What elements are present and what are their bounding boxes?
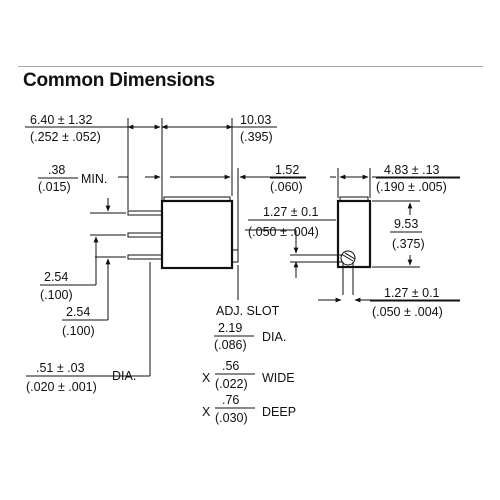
dim-slot-wide-in: (.022) <box>215 377 248 391</box>
dim-adj-dia-in: (.086) <box>214 338 247 352</box>
dim-adj-dia-suffix: DIA. <box>262 330 286 344</box>
section-title: Common Dimensions <box>23 70 215 91</box>
adj-screw-tab <box>231 249 239 263</box>
slot-deep-prefix: X <box>202 405 211 419</box>
dim-pin-offset-in: (.015) <box>38 180 71 194</box>
side-body <box>336 199 372 269</box>
dim-slot-wide-mm: .56 <box>222 359 239 373</box>
top-rule <box>18 66 483 67</box>
dim-height-mm: 9.53 <box>394 217 418 231</box>
dim-overall-length-mm: 6.40 ± 1.32 <box>30 113 93 127</box>
side-view <box>336 196 372 295</box>
dim-pin-spacing1-in: (.100) <box>40 288 73 302</box>
dim-pin-spacing2-mm: 2.54 <box>66 305 90 319</box>
front-view <box>127 196 239 270</box>
dim-body-length-mm: 10.03 <box>240 113 271 127</box>
dim-body-length-in: (.395) <box>240 130 273 144</box>
dim-standoff-in: (.060) <box>270 180 303 194</box>
dim-slot-offset-in: (.050 ± .004) <box>248 225 319 239</box>
dim-slot-offset-mm: 1.27 ± 0.1 <box>263 205 319 219</box>
body-top-lip <box>163 196 231 202</box>
adj-slot-circle <box>340 250 356 266</box>
dim-pin-offset-mm: .38 <box>48 163 65 177</box>
slot-deep-suffix: DEEP <box>262 405 296 419</box>
dim-slot-deep-in: (.030) <box>215 411 248 425</box>
dim-side-width-mm: 4.83 ± .13 <box>384 163 440 177</box>
dim-side-width-in: (.190 ± .005) <box>376 180 447 194</box>
dimension-labels: 6.40 ± 1.32 (.252 ± .052) 10.03 (.395) .… <box>26 113 460 425</box>
dim-height-in: (.375) <box>392 237 425 251</box>
dim-pin-spacing1-mm: 2.54 <box>44 270 68 284</box>
dim-pin-offset-suffix: MIN. <box>81 172 107 186</box>
dim-pin-dia-suffix: DIA. <box>112 369 136 383</box>
dim-pin-dia-mm: .51 ± .03 <box>36 361 85 375</box>
dim-overall-length-in: (.252 ± .052) <box>30 130 101 144</box>
dim-slot-deep-mm: .76 <box>222 393 239 407</box>
dim-adj-dia-mm: 2.19 <box>218 321 242 335</box>
dim-pin-offset2-mm: 1.27 ± 0.1 <box>384 286 440 300</box>
dim-pin-spacing2-in: (.100) <box>62 324 95 338</box>
slot-wide-prefix: X <box>202 371 211 385</box>
dim-pin-dia-in: (.020 ± .001) <box>26 380 97 394</box>
pins <box>127 210 163 260</box>
dim-pin-offset2-in: (.050 ± .004) <box>372 305 443 319</box>
slot-wide-suffix: WIDE <box>262 371 295 385</box>
dim-standoff-mm: 1.52 <box>275 163 299 177</box>
component-body <box>160 199 234 270</box>
adj-slot-label: ADJ. SLOT <box>216 304 280 318</box>
